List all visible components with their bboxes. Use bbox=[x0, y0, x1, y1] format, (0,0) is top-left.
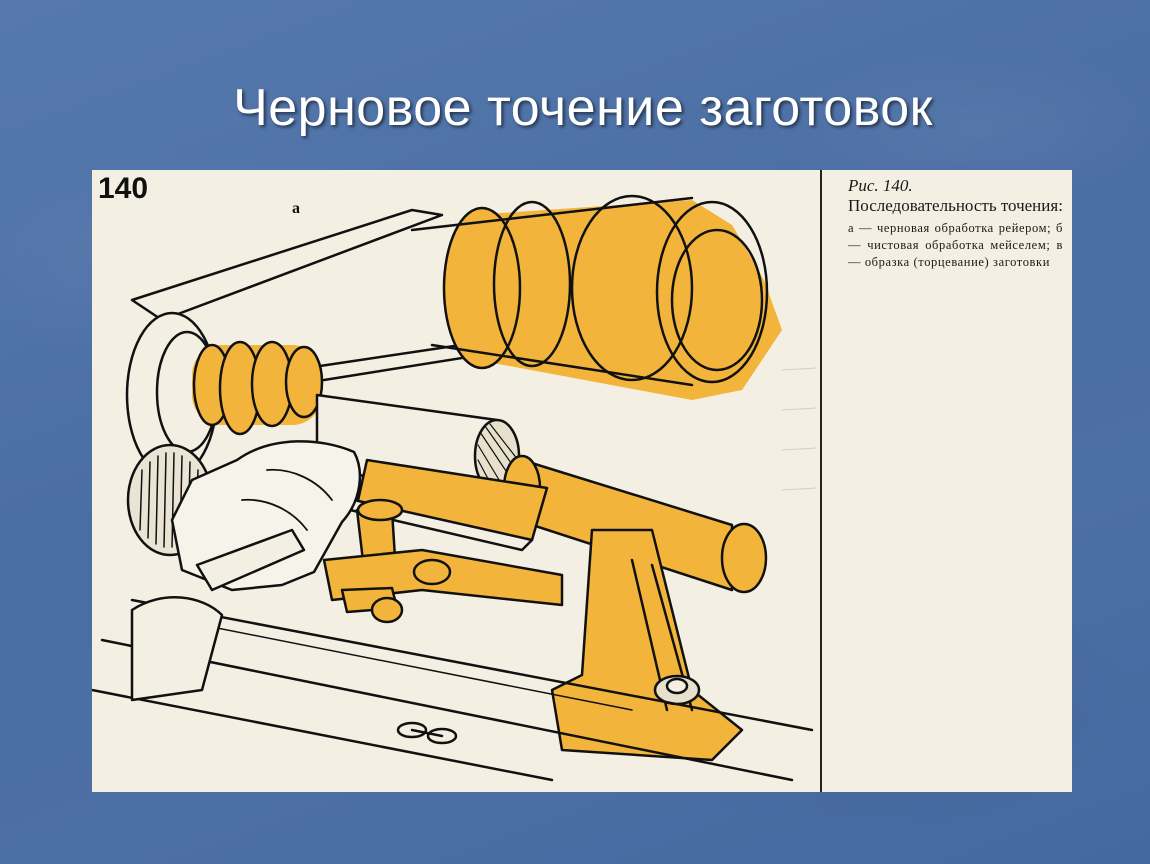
figure-part-letter: а bbox=[292, 200, 300, 217]
caption-title: Последовательность точения: bbox=[848, 196, 1063, 215]
figure-illustration: 140 а Рис. 140. Последовательность точен… bbox=[92, 170, 1072, 792]
figure-number: 140 bbox=[98, 172, 149, 205]
slide-title: Черновое точение заготовок bbox=[233, 79, 933, 137]
caption-body: а — черновая обработка рейером; б — чист… bbox=[848, 221, 1063, 269]
lathe-illustration bbox=[92, 194, 818, 782]
caption-reference: Рис. 140. bbox=[848, 176, 913, 195]
figure-divider bbox=[820, 170, 822, 792]
figure-caption: Рис. 140. Последовательность точения: а … bbox=[848, 176, 1063, 271]
